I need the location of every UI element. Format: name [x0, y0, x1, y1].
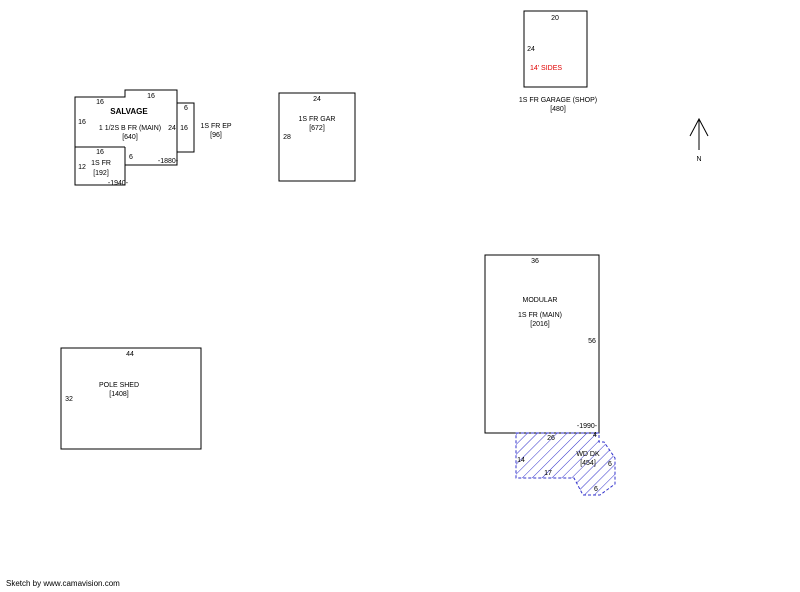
garage-outline: [278, 92, 356, 182]
deck-label: WD DK: [576, 451, 600, 458]
deck-area: [454]: [580, 460, 596, 467]
shop-label: 1S FR GARAGE (SHOP): [519, 97, 597, 104]
shop-outline: [523, 10, 588, 88]
deck-dim-bottom: 17: [544, 470, 552, 477]
wood-deck: 26 4 14 17 WD DK [454] 6 6: [515, 432, 616, 496]
salvage-wing-label: 1S FR: [91, 160, 111, 167]
salvage-main-dim-right: 24: [168, 125, 176, 132]
salvage-porch-dim-top: 6: [184, 105, 188, 112]
garage: 24 1S FR GAR [672] 28: [278, 92, 356, 182]
shed-dim-left: 32: [65, 396, 73, 403]
salvage-wing-dim-left: 12: [78, 164, 86, 171]
salvage-house: SALVAGE 16 16 16 24 1 1/2S B FR (MAIN) […: [74, 89, 232, 187]
salvage-main-year: -1880-: [158, 158, 179, 165]
salvage-porch-label: 1S FR EP: [200, 123, 231, 130]
salvage-wing-area: [192]: [93, 170, 109, 177]
credit-text: Sketch by www.camavision.com: [6, 579, 120, 588]
modular-outline: [484, 254, 600, 434]
modular-house: 36 MODULAR 1S FR (MAIN) [2016] 56 -1990-: [484, 254, 600, 434]
modular-title: MODULAR: [522, 297, 557, 304]
shop-dim-top: 20: [551, 15, 559, 22]
deck-dim-bottom-right: 6: [594, 486, 598, 493]
salvage-main-dim-left: 16: [78, 119, 86, 126]
shed-dim-top: 44: [126, 351, 134, 358]
shop-note: 14' SIDES: [530, 65, 562, 72]
shop-garage: 20 24 14' SIDES 1S FR GARAGE (SHOP) [480…: [519, 10, 597, 113]
modular-year: -1990-: [577, 423, 598, 430]
salvage-wing-dim-right: 6: [129, 154, 133, 161]
salvage-wing-dim-top: 16: [96, 149, 104, 156]
salvage-main-dim-top-left: 16: [96, 99, 104, 106]
north-arrow-head: [689, 117, 709, 137]
salvage-main-outline: [74, 89, 178, 186]
shop-dim-left: 24: [527, 46, 535, 53]
deck-outline: [515, 432, 616, 496]
salvage-main-area: [640]: [122, 134, 138, 141]
salvage-title: SALVAGE: [110, 107, 148, 116]
deck-dim-left: 14: [517, 457, 525, 464]
modular-area: [2016]: [530, 321, 550, 328]
garage-dim-top: 24: [313, 96, 321, 103]
shed-area: [1408]: [109, 391, 129, 398]
salvage-main-dim-top-right: 16: [147, 93, 155, 100]
shed-title: POLE SHED: [99, 382, 139, 389]
modular-dim-top: 36: [531, 258, 539, 265]
deck-dim-notch: 4: [593, 432, 597, 439]
salvage-porch-dim-side: 16: [180, 125, 188, 132]
north-arrow: N: [689, 117, 709, 163]
garage-label: 1S FR GAR: [299, 116, 336, 123]
pole-shed: 44 POLE SHED [1408] 32: [60, 347, 202, 450]
salvage-main-label: 1 1/2S B FR (MAIN): [99, 125, 161, 132]
north-label: N: [696, 156, 701, 163]
shed-outline: [60, 347, 202, 450]
shop-area: [480]: [550, 106, 566, 113]
deck-dim-top: 26: [547, 435, 555, 442]
deck-dim-right: 6: [608, 461, 612, 468]
garage-dim-left: 28: [283, 134, 291, 141]
garage-area: [672]: [309, 125, 325, 132]
salvage-porch-outline: [177, 102, 195, 153]
salvage-porch-area: [96]: [210, 132, 222, 139]
modular-dim-right: 56: [588, 338, 596, 345]
modular-label: 1S FR (MAIN): [518, 312, 562, 319]
salvage-wing-year: -1940-: [108, 180, 129, 187]
